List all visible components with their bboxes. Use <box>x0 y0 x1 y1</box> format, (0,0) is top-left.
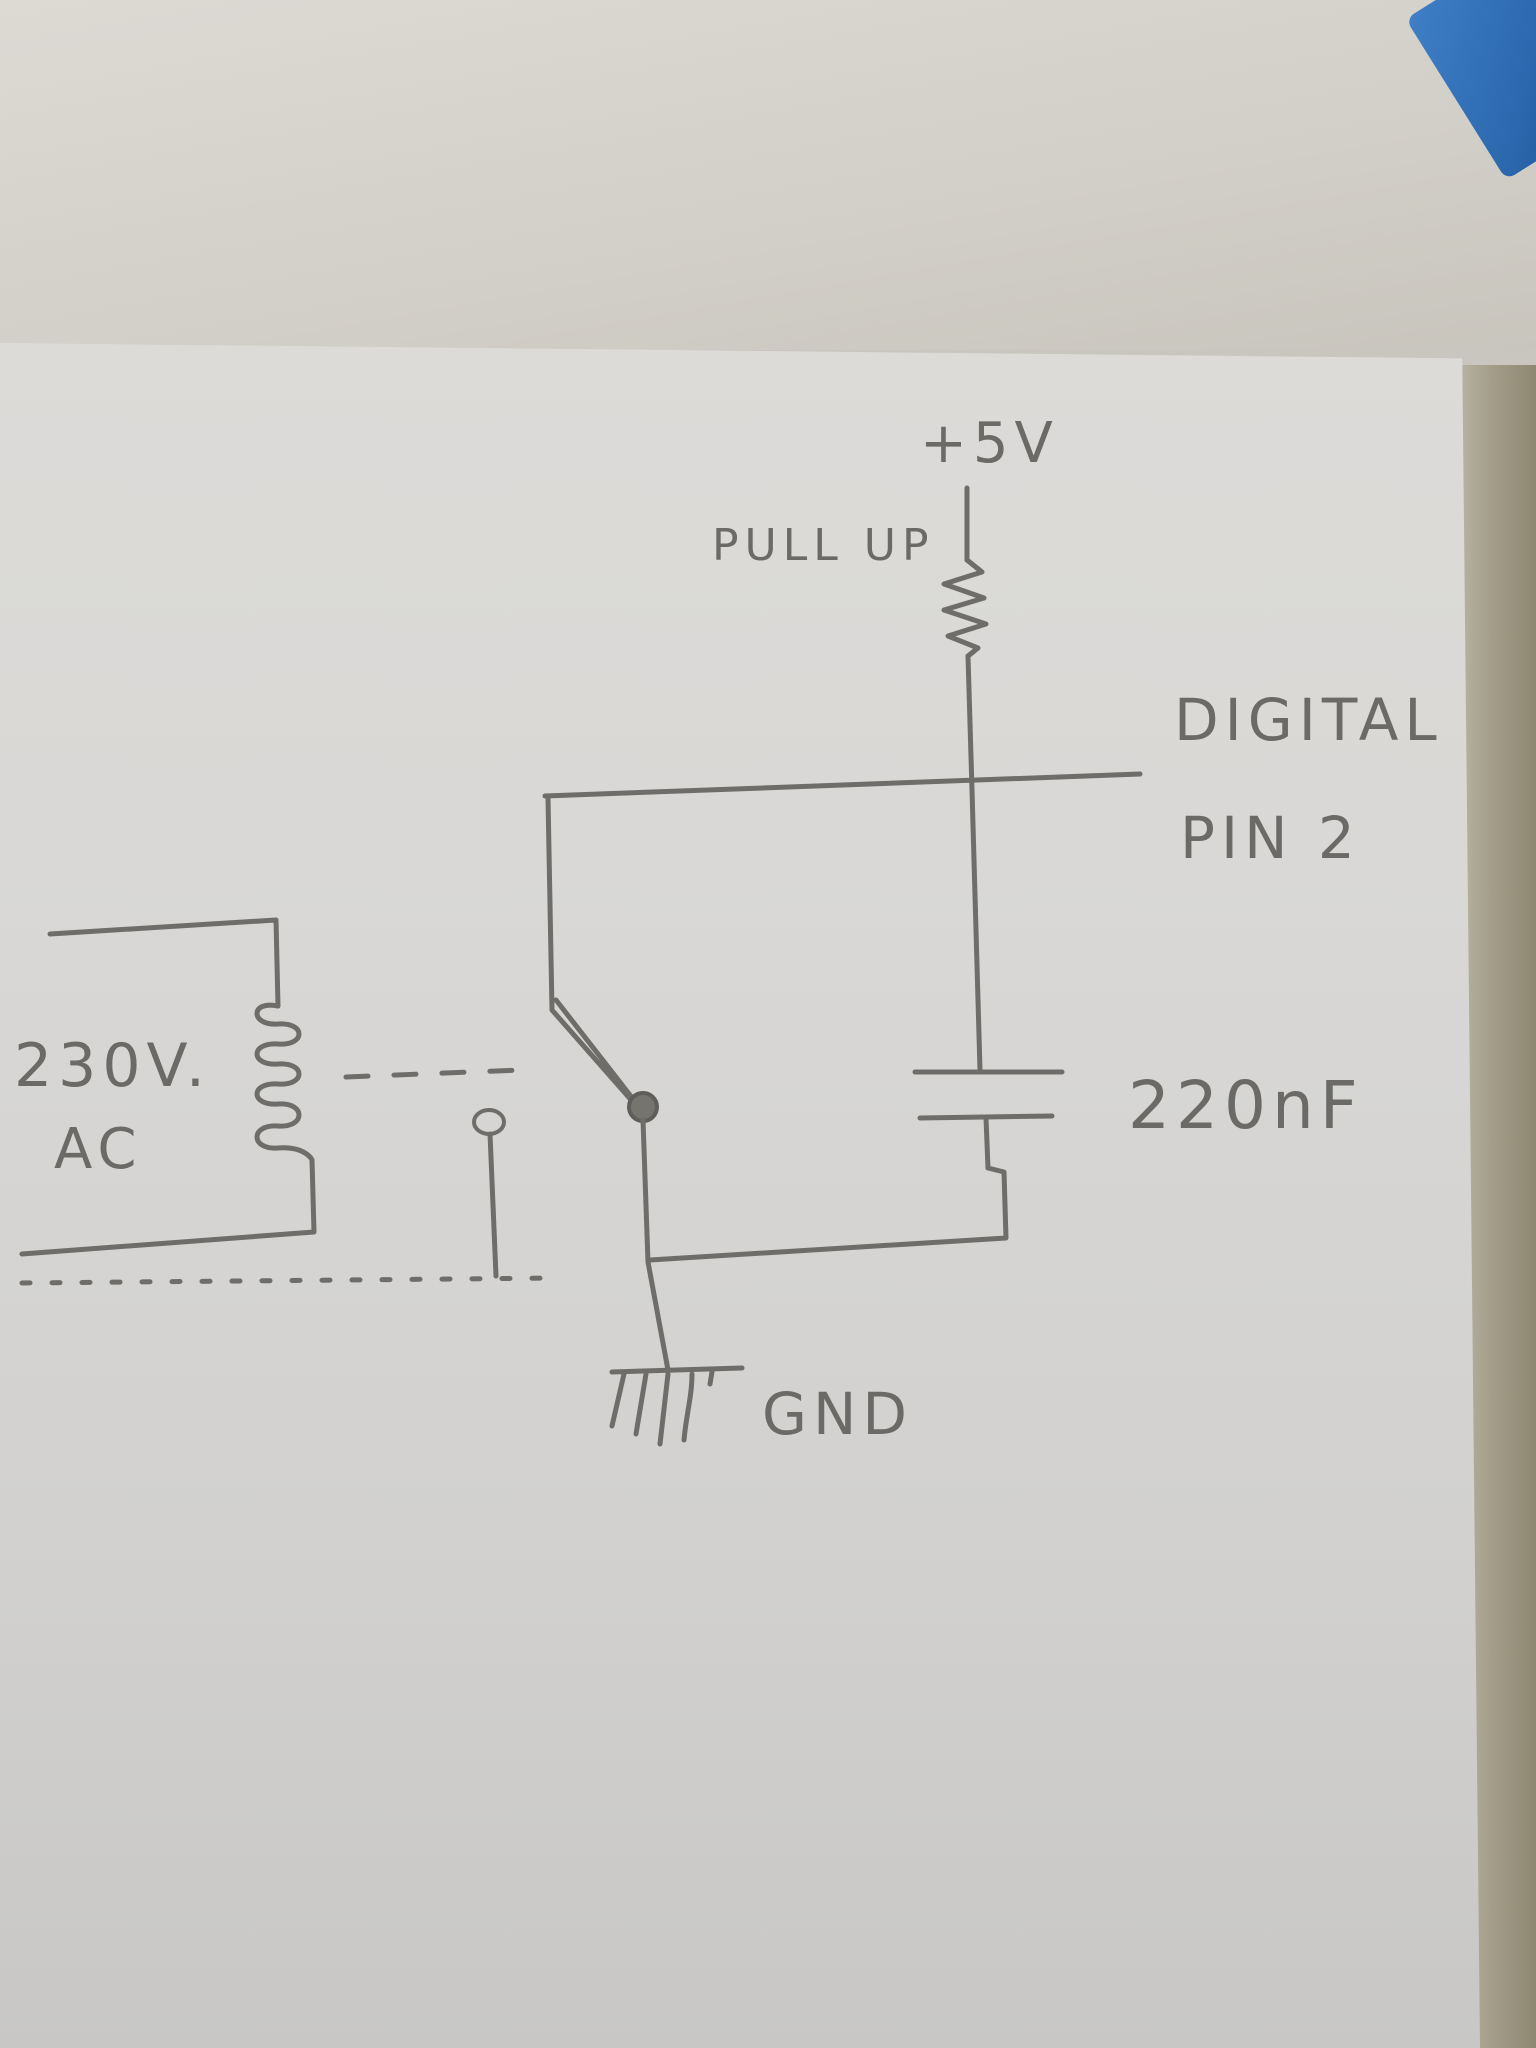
digital-label-line2: PIN 2 <box>1180 804 1361 872</box>
desk-surface <box>0 0 1536 350</box>
open-contact-wire <box>487 1131 499 1279</box>
supply-label: +5V <box>920 411 1059 476</box>
digital-label-line1: DIGITAL <box>1174 686 1443 754</box>
paper-sheet <box>0 343 1480 2048</box>
ground-bar <box>609 1365 745 1375</box>
capacitor-to-ground-wire <box>647 1115 1009 1263</box>
switch-wire-upper <box>545 795 643 1113</box>
relay-coil-symbol <box>254 1002 315 1163</box>
faint-dotted-line <box>19 1275 563 1286</box>
coil-top-wire <box>47 917 281 1009</box>
switch-pivot <box>627 1091 659 1123</box>
capacitor-label: 220nF <box>1128 1067 1364 1144</box>
pullup-label: PULL UP <box>712 520 935 571</box>
digital-pin-wire <box>542 771 1143 799</box>
open-contact-terminal <box>472 1108 506 1136</box>
switch-arm <box>553 997 643 1111</box>
ac-voltage-label: 230V. <box>14 1031 211 1101</box>
ground-hatch <box>609 1369 715 1447</box>
coil-bottom-wire <box>19 1157 317 1257</box>
resistor-to-node-wire <box>965 653 983 1073</box>
coil-linkage-dashed <box>343 1067 523 1080</box>
ac-type-label: AC <box>54 1117 142 1182</box>
pullup-resistor-symbol <box>941 557 989 659</box>
switch-to-ground-wire <box>640 1117 671 1373</box>
ground-label: GND <box>762 1380 913 1448</box>
